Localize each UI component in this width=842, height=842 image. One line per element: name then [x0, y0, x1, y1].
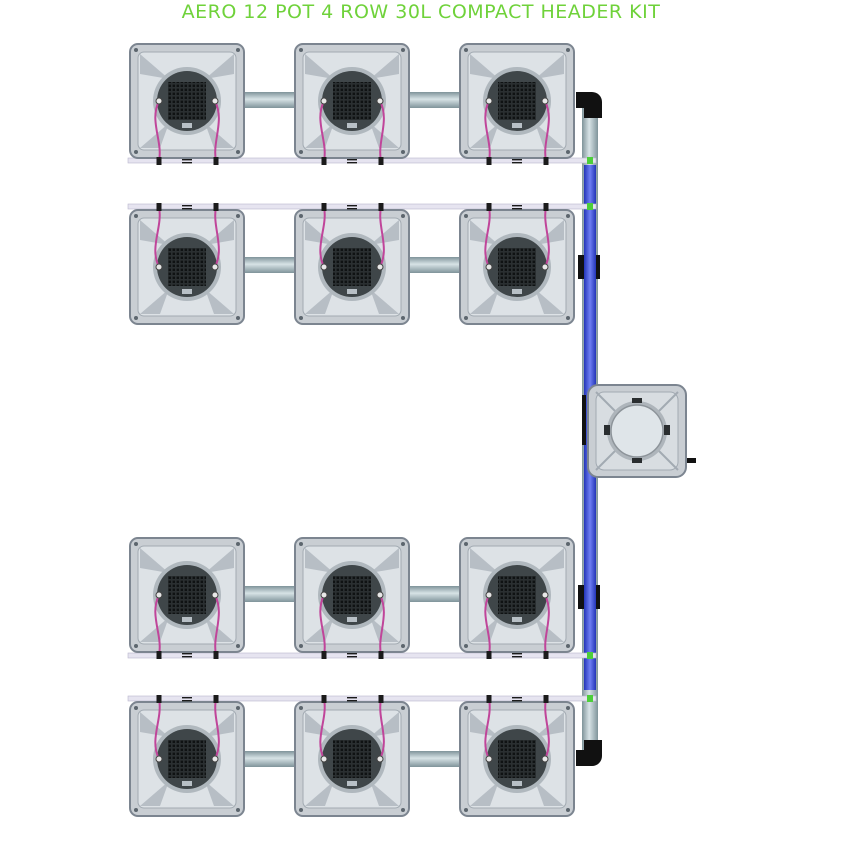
feed-line	[127, 203, 597, 210]
pots	[129, 43, 575, 817]
link-pipe	[402, 257, 464, 273]
elbow-fitting-icon	[576, 740, 602, 766]
link-pipe	[402, 751, 464, 767]
kit-title: AERO 12 POT 4 ROW 30L COMPACT HEADER KIT	[181, 1, 661, 23]
elbow-fitting-icon	[576, 92, 602, 118]
link-pipe	[236, 586, 298, 602]
link-pipe	[236, 751, 298, 767]
link-pipe	[402, 586, 464, 602]
link-pipe	[236, 257, 298, 273]
link-pipe	[236, 92, 298, 108]
link-pipes	[236, 92, 464, 767]
pot-icon	[459, 43, 575, 165]
pot-icon	[459, 203, 575, 325]
pot-icon	[294, 537, 410, 659]
feed-line	[127, 695, 597, 702]
pot-icon	[294, 43, 410, 165]
feed-line	[127, 652, 597, 659]
pot-icon	[129, 43, 245, 165]
pot-icon	[129, 203, 245, 325]
pot-icon	[129, 537, 245, 659]
pot-icon	[459, 537, 575, 659]
link-pipe	[402, 92, 464, 108]
pot-icon	[294, 695, 410, 817]
controller-pot-icon	[587, 384, 696, 478]
pot-icon	[129, 695, 245, 817]
pot-icon	[459, 695, 575, 817]
pot-icon	[294, 203, 410, 325]
